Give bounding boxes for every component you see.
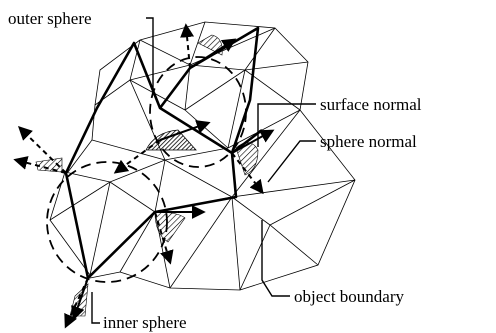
surface-normal-arrows — [71, 38, 275, 321]
label-surface-normal: surface normal — [320, 95, 422, 114]
label-sphere-normal: sphere normal — [320, 132, 417, 151]
leader-lines — [91, 17, 316, 324]
label-inner-sphere: inner sphere — [103, 313, 187, 332]
sphere-normal-arrows — [13, 23, 264, 329]
label-outer-sphere: outer sphere — [8, 9, 92, 28]
triangle-mesh — [49, 21, 356, 291]
label-object-boundary: object boundary — [294, 287, 404, 306]
